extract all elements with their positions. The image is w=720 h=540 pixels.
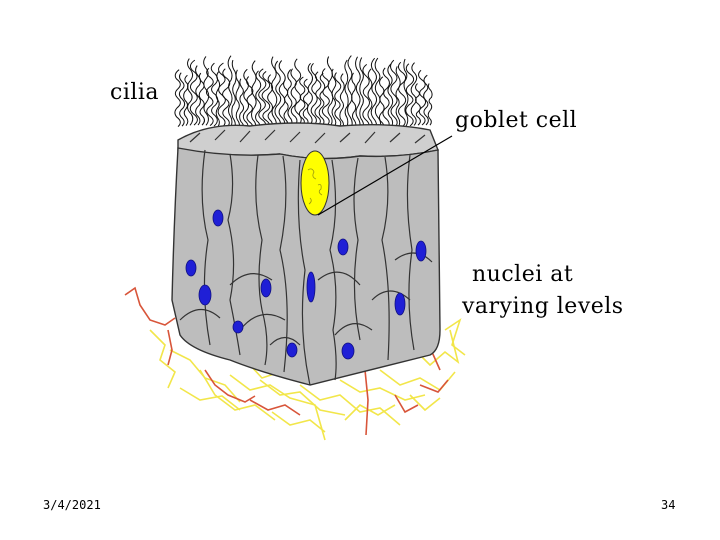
cilium xyxy=(348,56,353,130)
nucleus xyxy=(261,279,271,297)
cilium xyxy=(345,60,348,129)
cilia xyxy=(175,56,432,131)
nucleus xyxy=(395,293,405,315)
nucleus xyxy=(307,272,315,302)
nucleus xyxy=(199,285,211,305)
cilium xyxy=(291,69,297,127)
cilium xyxy=(428,84,432,126)
nucleus xyxy=(416,241,426,261)
cilium xyxy=(356,57,361,131)
slide-number: 34 xyxy=(661,498,675,512)
goblet-cell-label: goblet cell xyxy=(455,108,577,134)
cilium xyxy=(228,56,232,129)
cilium xyxy=(236,70,240,130)
cilium xyxy=(247,77,253,131)
cilium xyxy=(287,70,291,127)
nucleus xyxy=(342,343,354,359)
cilium xyxy=(179,73,184,126)
nucleus xyxy=(338,239,348,255)
slide-date: 3/4/2021 xyxy=(43,498,101,512)
cilium xyxy=(184,75,188,125)
nucleus xyxy=(287,343,297,357)
nuclei-label-line2: varying levels xyxy=(462,294,624,320)
cilium xyxy=(398,62,405,127)
nucleus xyxy=(213,210,223,226)
cilium xyxy=(232,60,236,129)
cilium xyxy=(411,63,416,126)
cilia-label: cilia xyxy=(110,80,159,106)
cilium xyxy=(188,59,193,126)
nuclei-label-line1: nuclei at xyxy=(472,262,573,288)
cilium xyxy=(307,63,312,125)
cilium xyxy=(388,64,393,129)
goblet-cell xyxy=(301,151,329,215)
cilium xyxy=(383,68,390,130)
cilium xyxy=(218,63,225,127)
cilium xyxy=(322,69,329,126)
nucleus xyxy=(233,321,243,333)
cilium xyxy=(240,79,244,131)
cilium xyxy=(272,57,277,130)
nucleus xyxy=(186,260,196,276)
cilium xyxy=(340,74,344,129)
